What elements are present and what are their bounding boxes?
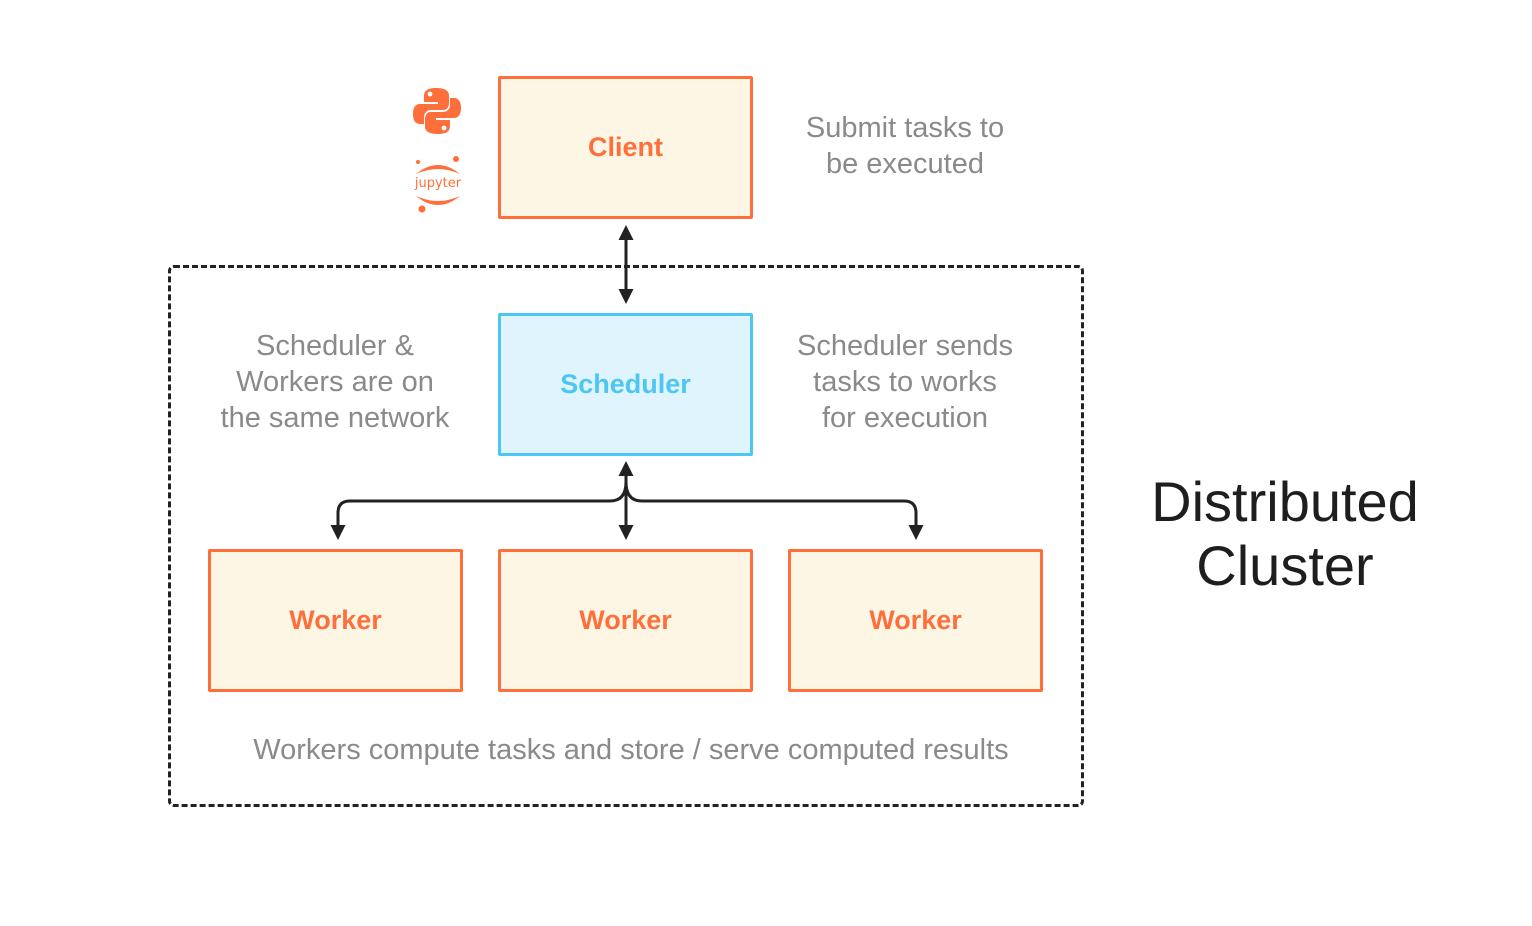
client-note-line-2: be executed — [825, 148, 984, 180]
scheduler-note-left-line-3: the same network — [220, 402, 450, 434]
jupyter-icon: jupyter — [408, 152, 468, 216]
worker-box-3: Worker — [788, 549, 1043, 692]
scheduler-worker-left-arrow — [330, 481, 628, 540]
client-label: Client — [587, 132, 663, 162]
worker-box-1: Worker — [208, 549, 463, 692]
cluster-title-line-2: Cluster — [1196, 534, 1374, 597]
scheduler-note-left: Scheduler & Workers are on the same netw… — [195, 328, 475, 436]
scheduler-note-right: Scheduler sends tasks to works for execu… — [765, 328, 1045, 436]
client-note-line-1: Submit tasks to — [805, 112, 1005, 144]
worker-label: Worker — [869, 605, 962, 635]
scheduler-label: Scheduler — [560, 369, 691, 399]
worker-box-2: Worker — [498, 549, 753, 692]
scheduler-box: Scheduler — [498, 313, 753, 456]
worker-label: Worker — [289, 605, 382, 635]
jupyter-wordmark: jupyter — [414, 176, 462, 191]
workers-note: Workers compute tasks and store / serve … — [253, 734, 1009, 766]
scheduler-note-left-line-1: Scheduler & — [256, 330, 414, 362]
python-icon — [413, 88, 461, 134]
cluster-title: Distributed Cluster — [1130, 470, 1440, 598]
client-note: Submit tasks to be executed — [770, 110, 1040, 182]
client-box: Client — [498, 76, 753, 219]
worker-label: Worker — [579, 605, 672, 635]
scheduler-note-right-line-2: tasks to works — [813, 366, 997, 398]
cluster-title-line-1: Distributed — [1151, 470, 1419, 533]
scheduler-note-left-line-2: Workers are on — [236, 366, 434, 398]
scheduler-note-right-line-1: Scheduler sends — [796, 330, 1014, 362]
scheduler-worker-right-arrow — [624, 481, 924, 540]
scheduler-note-right-line-3: for execution — [821, 402, 989, 434]
